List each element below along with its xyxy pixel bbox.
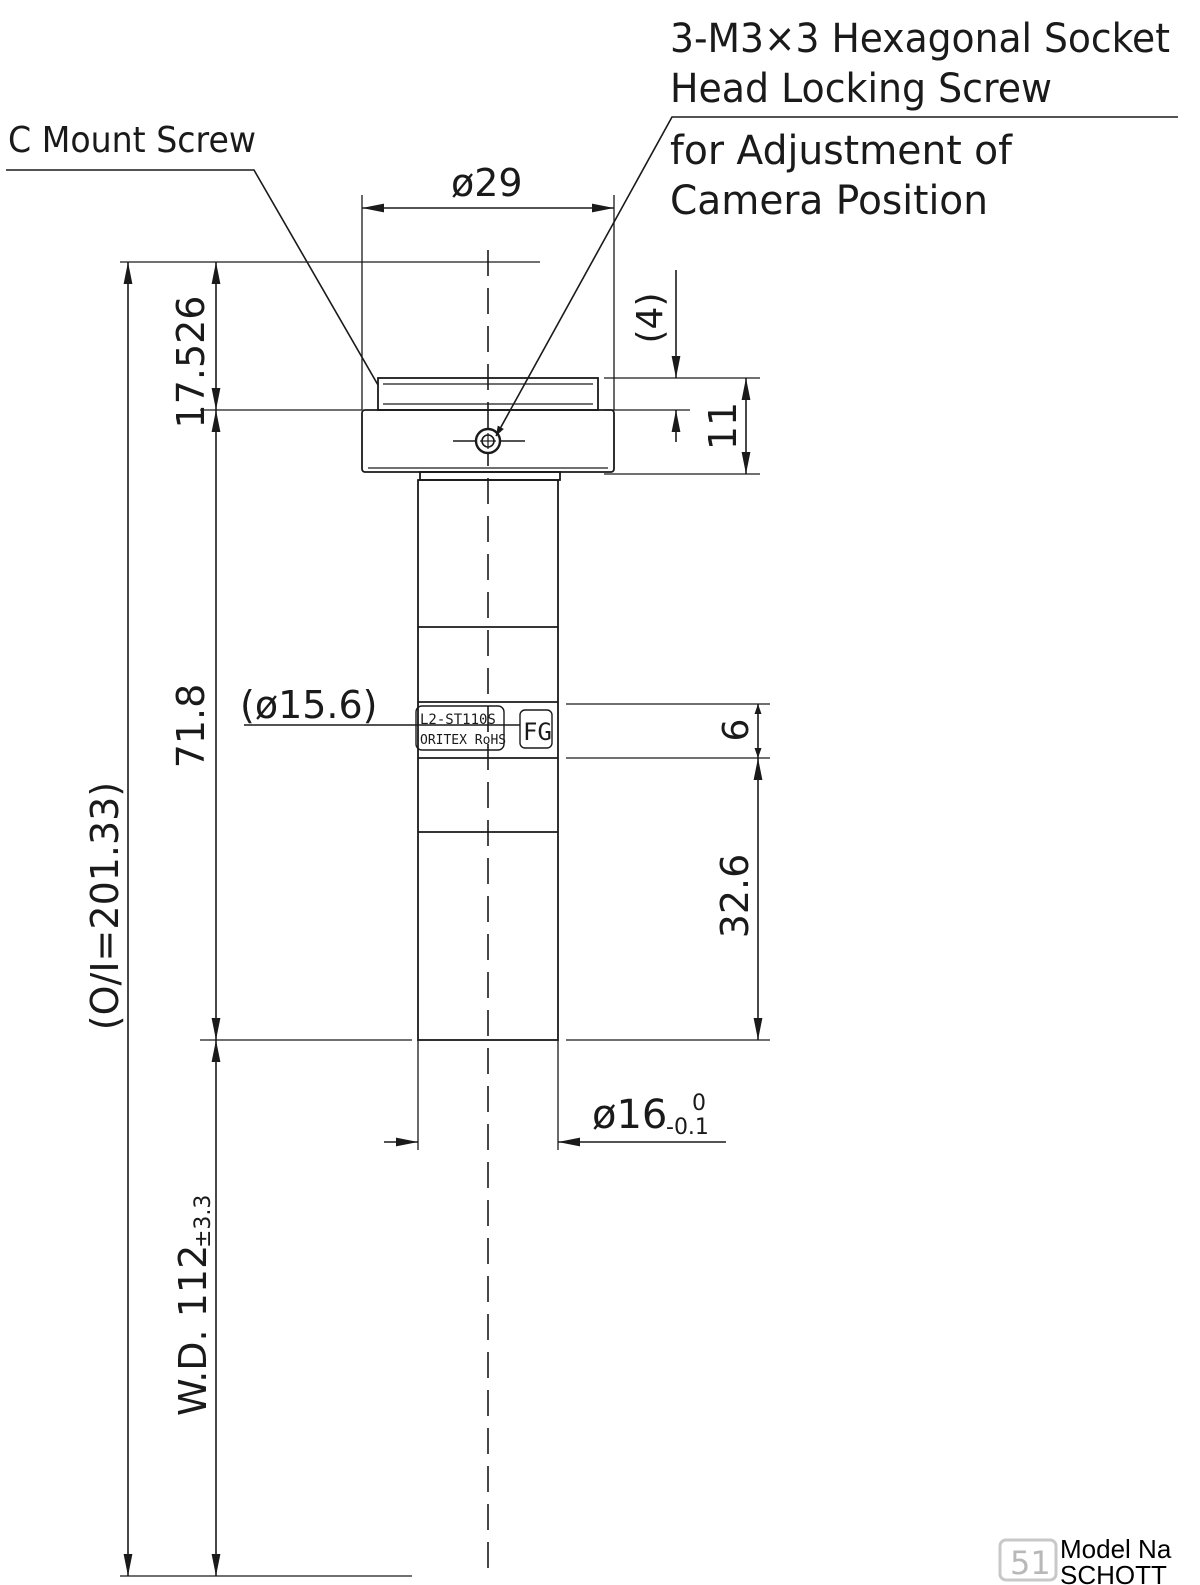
- dim-wd-group: W.D. 112 ±3.3: [171, 1195, 216, 1416]
- dim-d718: 71.8: [169, 684, 213, 769]
- footer-model-name: Model Na: [1060, 1534, 1172, 1564]
- extension-lines: [120, 195, 770, 1577]
- leader-c-mount: [6, 169, 379, 386]
- band-label-model: L2-ST110S: [420, 712, 496, 728]
- dim-d11: 11: [701, 402, 745, 450]
- band-label-mark: FG: [523, 718, 552, 746]
- locking-screw-label-4: Camera Position: [670, 178, 988, 224]
- svg-text:51: 51: [1010, 1544, 1051, 1582]
- dim-d156: (ø15.6): [240, 683, 378, 727]
- dim-wd: W.D. 112: [171, 1245, 215, 1416]
- leader-lines: [6, 116, 1178, 726]
- locking-screw-label-2: Head Locking Screw: [670, 66, 1052, 112]
- dimension-lines: [123, 203, 763, 1576]
- locking-screw-label-3: for Adjustment of: [670, 128, 1013, 174]
- dim-d16-tol-upper: 0: [692, 1091, 706, 1116]
- footer-brand: SCHOTT: [1060, 1560, 1167, 1585]
- band-label-brand: ORITEX RoHS: [420, 733, 506, 748]
- dim-d326: 32.6: [713, 854, 757, 939]
- leader-locking-screw: [495, 116, 1178, 437]
- locking-screw: [453, 427, 525, 455]
- lens-barrel: [417, 479, 559, 1041]
- dim-d16: ø16: [592, 1092, 667, 1138]
- lens-body: [361, 377, 615, 1041]
- dim-oi: (O/I=201.33): [83, 782, 127, 1030]
- dim-d4: (4): [630, 293, 671, 344]
- dim-d17526: 17.526: [169, 296, 213, 429]
- watermark-logo: 51: [998, 1538, 1058, 1582]
- dim-d29: ø29: [451, 161, 523, 205]
- dim-d6: 6: [716, 719, 757, 742]
- dim-wd-tolerance: ±3.3: [191, 1195, 216, 1248]
- dim-d16-tol-lower: -0.1: [666, 1115, 709, 1140]
- c-mount-label: C Mount Screw: [8, 120, 256, 161]
- locking-screw-label-1: 3-M3×3 Hexagonal Socket: [670, 16, 1170, 62]
